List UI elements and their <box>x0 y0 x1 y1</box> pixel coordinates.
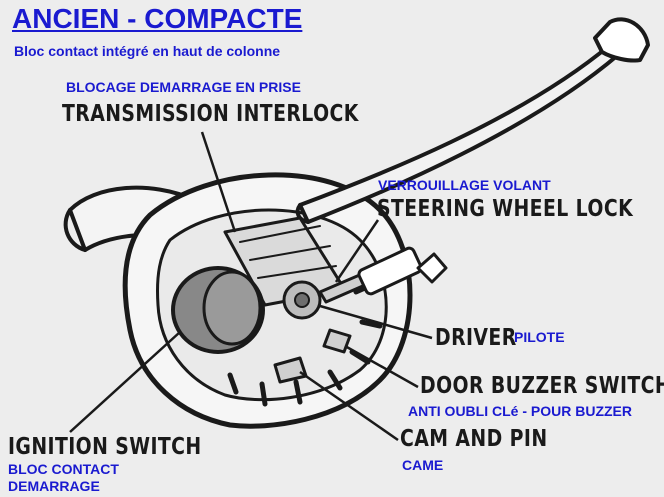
subtitle: Bloc contact intégré en haut de colonne <box>14 43 281 59</box>
leader-cam <box>299 370 399 442</box>
leader-driver <box>319 304 433 340</box>
driver-fr-label: PILOTE <box>514 329 565 345</box>
door-buzzer-switch-fr-label: ANTI OUBLI CLé - POUR BUZZER <box>408 403 632 419</box>
ignition-switch-fr-label-line1: BLOC CONTACT <box>8 461 119 477</box>
shift-knob <box>593 17 650 63</box>
leader-buzzer <box>344 344 419 389</box>
driver-en-label: DRIVER <box>435 325 517 351</box>
key-cylinder <box>357 246 423 296</box>
main-title: ANCIEN - COMPACTE <box>12 3 303 34</box>
cam-and-pin-fr-label: CAME <box>402 457 444 473</box>
leader-interlock <box>200 131 237 233</box>
ignition-key <box>416 252 448 284</box>
steering-wheel-lock-fr-label: VERROUILLAGE VOLANT <box>378 177 551 193</box>
ignition-switch-en-label: IGNITION SWITCH <box>8 434 202 460</box>
steering-wheel-lock-en-label: STEERING WHEEL LOCK <box>377 196 634 222</box>
leader-ignition <box>69 331 181 433</box>
cam-and-pin-en-label: CAM AND PIN <box>400 426 548 452</box>
ignition-switch-fr-label-line2: DEMARRAGE <box>8 478 100 494</box>
steering-wheel-hub <box>227 281 383 407</box>
buzzer-switch-part <box>322 328 352 354</box>
transmission-interlock-fr-label: BLOCAGE DEMARRAGE EN PRISE <box>66 79 301 95</box>
transmission-interlock-en-label: TRANSMISSION INTERLOCK <box>62 101 359 127</box>
door-buzzer-switch-en-label: DOOR BUZZER SWITCH <box>420 373 664 399</box>
leader-steering-lock <box>334 219 380 283</box>
